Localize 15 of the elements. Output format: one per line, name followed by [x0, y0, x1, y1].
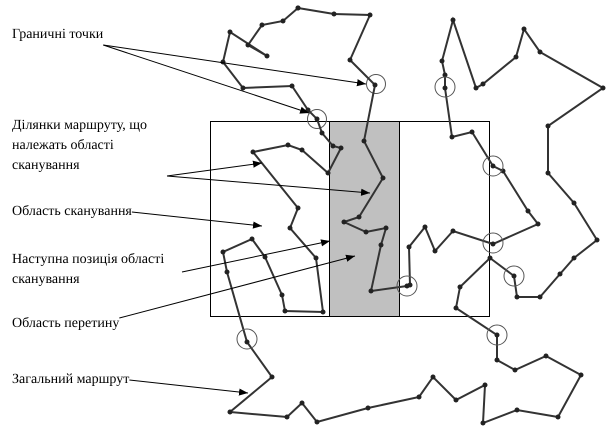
callout-text: Область перетину [12, 315, 120, 333]
leader-arrow [166, 160, 262, 176]
leader-arrow [166, 176, 370, 196]
leader-arrow [118, 254, 356, 318]
leader-arrow [102, 44, 310, 114]
intersection-area [329, 121, 400, 317]
leader-arrow [128, 380, 248, 396]
leader-arrow [102, 44, 366, 86]
leader-arrow [182, 239, 330, 272]
callout-text: Загальний маршрут [12, 371, 130, 389]
leader-arrow [131, 212, 262, 229]
callout-text: Граничні точки [12, 26, 104, 44]
callout-text: Ділянки маршруту, що належать області сканування [12, 117, 148, 175]
callout-text: Область сканування [12, 203, 132, 221]
callout-text: Наступна позиція області сканування [12, 251, 166, 289]
